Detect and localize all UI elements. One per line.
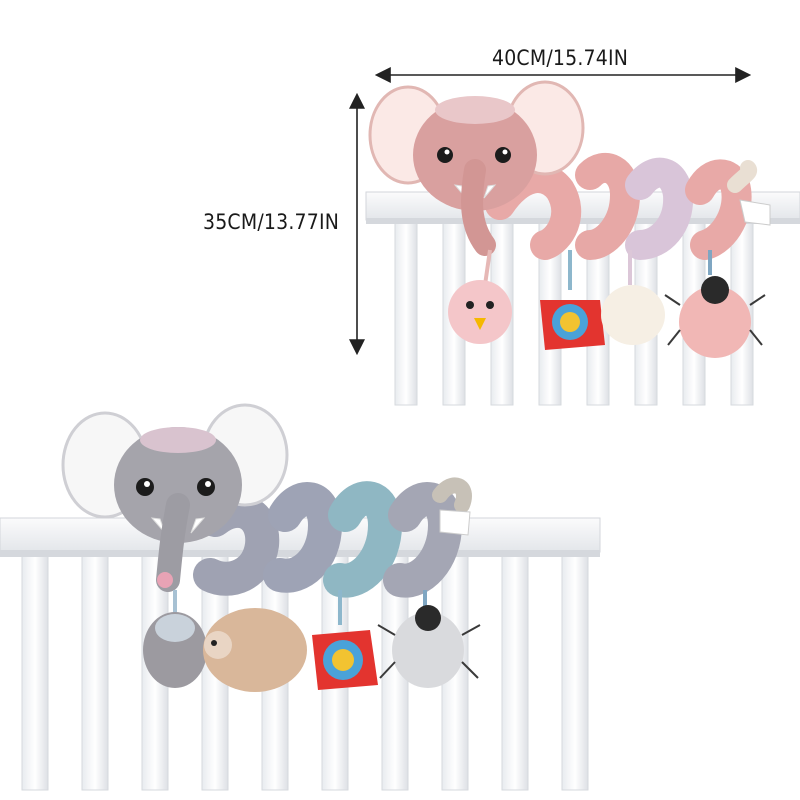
gray-crib: [0, 517, 601, 791]
width-dimension-label: 40CM/15.74IN: [492, 46, 629, 70]
gray-elephant-spiral-toy: [61, 403, 481, 692]
height-dimension-label: 35CM/13.77IN: [203, 210, 340, 234]
pink-elephant-spiral-toy: [368, 80, 771, 358]
